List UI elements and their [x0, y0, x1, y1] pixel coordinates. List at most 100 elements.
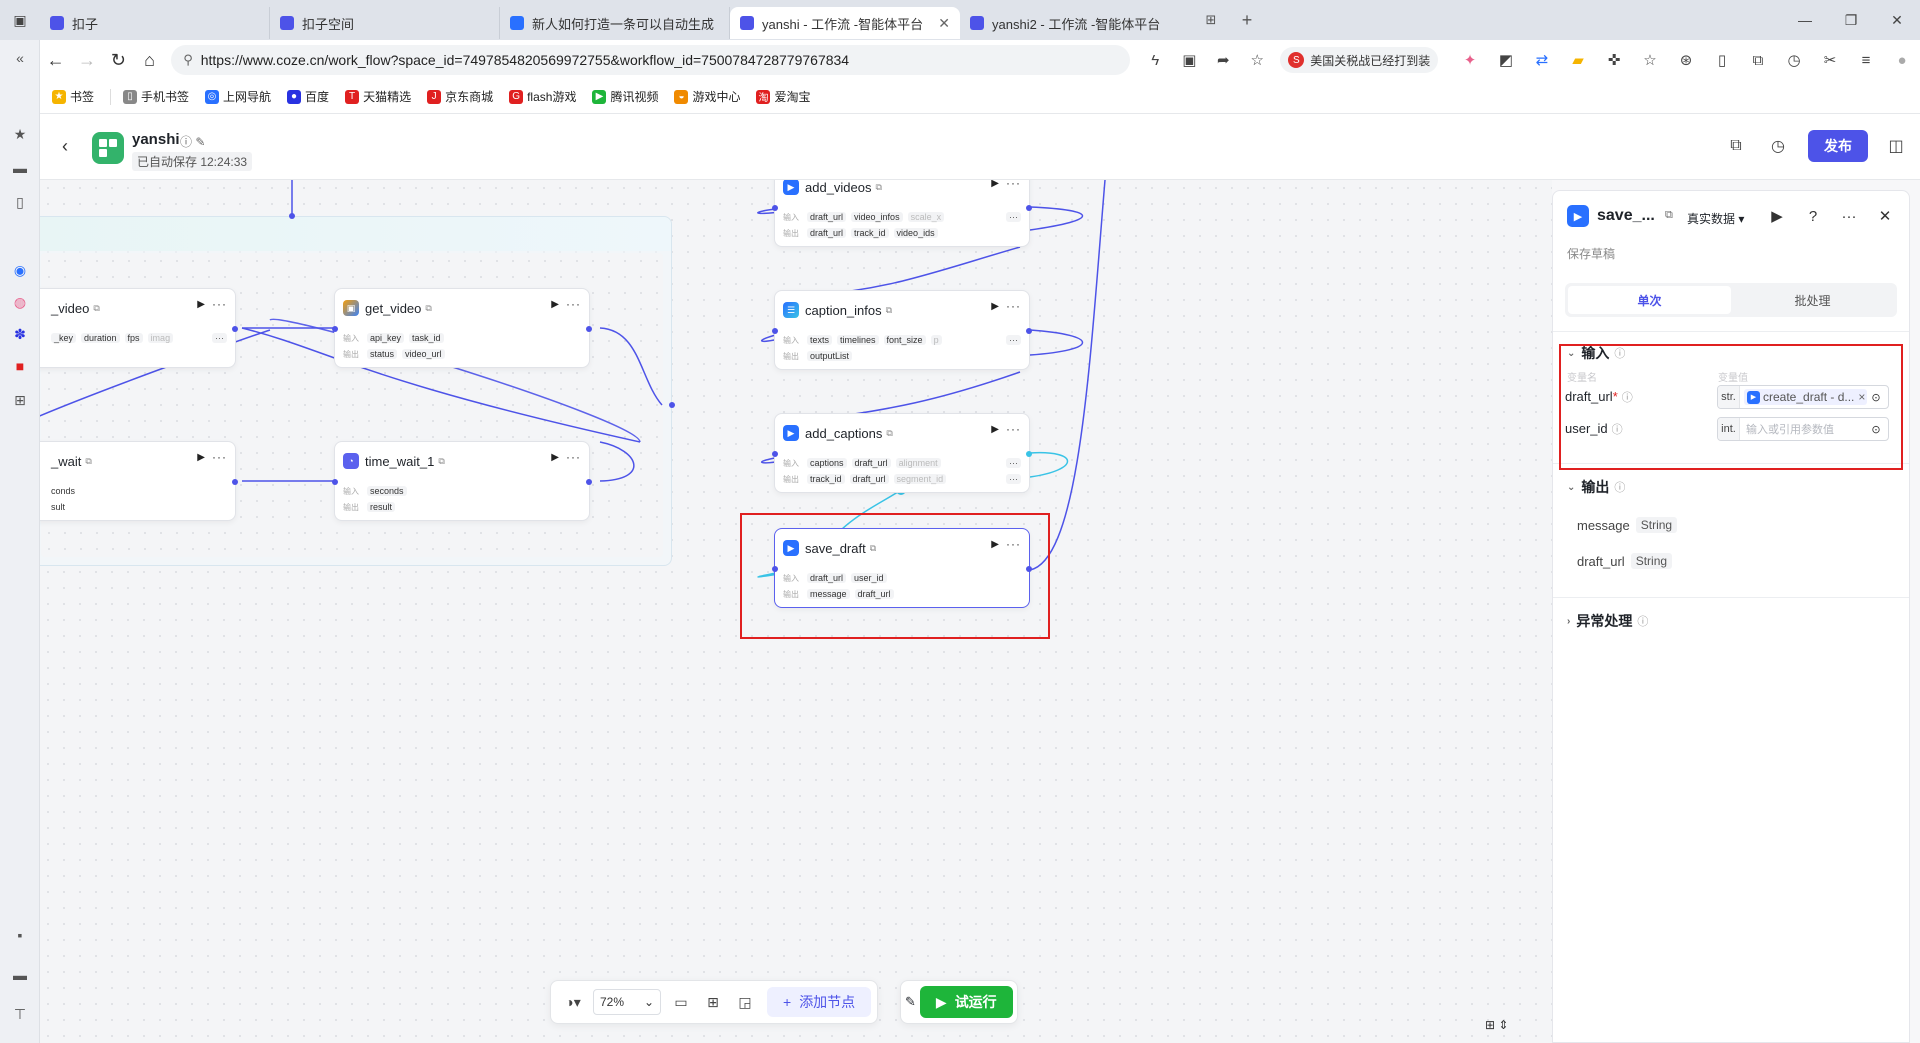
- input-port[interactable]: [772, 205, 778, 211]
- run-node-icon[interactable]: ▶: [551, 452, 559, 463]
- add-app-icon[interactable]: ⊞: [14, 391, 26, 408]
- collapse-sidebar-icon[interactable]: «: [16, 50, 24, 66]
- browser-tab[interactable]: 扣子: [40, 7, 270, 39]
- ai-assistant-icon[interactable]: ✦: [1463, 52, 1477, 69]
- share-icon[interactable]: ➦: [1216, 52, 1230, 69]
- help-icon[interactable]: ?: [1808, 207, 1818, 225]
- close-window-icon[interactable]: ✕: [1891, 11, 1903, 28]
- url-input[interactable]: ⚲ https://www.coze.cn/work_flow?space_id…: [171, 45, 1131, 75]
- error-section-header[interactable]: › 异常处理 ⓘ: [1567, 611, 1648, 631]
- add-captions-node[interactable]: ▶add_captions⧉ ▶ ··· 输入 captions draft_u…: [772, 413, 1032, 493]
- avatar[interactable]: ●: [1897, 51, 1907, 69]
- close-icon[interactable]: ✕: [1878, 208, 1892, 225]
- browser-app-icon[interactable]: ◍: [13, 293, 27, 310]
- tabs-icon[interactable]: ⧉: [1752, 51, 1764, 69]
- browser-tab[interactable]: 扣子空间: [270, 7, 500, 39]
- tab-close-icon[interactable]: ✕: [938, 14, 950, 31]
- draft-url-field[interactable]: str. ▶create_draft - d...× ⊙: [1717, 385, 1889, 409]
- workflow-canvas[interactable]: _video⧉ ▶ ··· _key duration fps imag ···…: [40, 180, 1552, 1043]
- stock-icon[interactable]: ◩: [1498, 52, 1514, 69]
- test-run-button[interactable]: ▶试运行: [919, 986, 1013, 1018]
- run-node-icon[interactable]: ▶: [991, 180, 999, 189]
- variable-picker-icon[interactable]: ⊙: [1871, 423, 1881, 436]
- screenshot-icon[interactable]: ▣: [1182, 52, 1197, 69]
- copy-icon[interactable]: ⧉: [1665, 209, 1673, 221]
- phone-icon[interactable]: ▯: [1717, 52, 1727, 69]
- more-icon[interactable]: ···: [1006, 299, 1021, 313]
- debug-icon[interactable]: ✎: [905, 994, 916, 1009]
- run-node-icon[interactable]: ▶: [991, 301, 999, 312]
- bookmark-item[interactable]: ●百度: [287, 88, 329, 105]
- run-node-icon[interactable]: ▶: [991, 424, 999, 435]
- more-icon[interactable]: ···: [1006, 422, 1021, 436]
- output-port[interactable]: [1026, 451, 1032, 457]
- tab-batch[interactable]: 批处理: [1794, 293, 1831, 308]
- bookmark-item[interactable]: ▶腾讯视频: [592, 88, 658, 105]
- input-section-header[interactable]: ⌄ 输入 ⓘ: [1567, 343, 1625, 363]
- browser-tab-active[interactable]: yanshi - 工作流 -智能体平台 ✕: [730, 7, 960, 39]
- minimize-icon[interactable]: —: [1798, 12, 1812, 28]
- more-icon[interactable]: ···: [1006, 180, 1021, 190]
- forward-icon[interactable]: →: [77, 49, 96, 70]
- variable-picker-icon[interactable]: ⊙: [1871, 391, 1881, 404]
- home-icon[interactable]: ⌂: [144, 49, 155, 70]
- more-icon[interactable]: ···: [212, 450, 227, 464]
- caption-infos-node[interactable]: ☰caption_infos⧉ ▶ ··· 输入 texts timelines…: [772, 290, 1032, 370]
- star-icon[interactable]: ☆: [1250, 52, 1264, 69]
- favorites-icon[interactable]: ★: [13, 125, 27, 142]
- input-port[interactable]: [332, 479, 338, 485]
- user-id-input[interactable]: 输入或引用参数值: [1746, 424, 1834, 436]
- output-port[interactable]: [232, 326, 238, 332]
- zoom-select[interactable]: 72%⌄: [593, 989, 661, 1015]
- pin-icon[interactable]: ⊤: [13, 1005, 27, 1022]
- more-icon[interactable]: ···: [566, 450, 581, 464]
- more-icon[interactable]: ···: [1006, 537, 1021, 551]
- layout-icon[interactable]: ⊞: [707, 993, 719, 1010]
- briefcase-icon[interactable]: ▬: [13, 967, 27, 983]
- scissors-icon[interactable]: ✂: [1823, 52, 1837, 69]
- wait-node[interactable]: _wait⧉ ▶ ··· conds sult: [40, 441, 238, 521]
- more-icon[interactable]: ···: [1841, 207, 1857, 225]
- search-app-icon[interactable]: ◉: [13, 261, 27, 278]
- time-wait-node[interactable]: ◔time_wait_1⧉ ▶ ··· 输入 seconds 输出 result: [332, 441, 592, 521]
- output-port[interactable]: [232, 479, 238, 485]
- folder-icon[interactable]: ▬: [13, 160, 27, 176]
- more-icon[interactable]: ···: [566, 297, 581, 311]
- bookmark-item[interactable]: 淘爱淘宝: [756, 88, 811, 105]
- extension-puzzle-icon[interactable]: ✜: [1607, 52, 1621, 69]
- minimap-icon[interactable]: ◲: [738, 993, 752, 1010]
- screen-icon[interactable]: ▪: [17, 927, 23, 943]
- info-edit-icons[interactable]: ⓘ ✎: [180, 135, 206, 149]
- run-node-icon[interactable]: ▶: [991, 539, 999, 550]
- grid-toggle-icon[interactable]: ⊞ ⇕: [1485, 1018, 1509, 1032]
- more-icon[interactable]: ···: [212, 297, 227, 311]
- run-node-icon[interactable]: ▶: [551, 299, 559, 310]
- reload-icon[interactable]: ↻: [110, 49, 126, 70]
- browser-tab[interactable]: 新人如何打造一条可以自动生成: [500, 7, 730, 39]
- run-node-icon[interactable]: ▶: [197, 299, 205, 310]
- add-node-button[interactable]: +添加节点: [767, 987, 872, 1017]
- tab-single[interactable]: 单次: [1568, 286, 1731, 314]
- folder-icon[interactable]: ▰: [1572, 52, 1584, 69]
- input-port[interactable]: [332, 326, 338, 332]
- favorites-icon[interactable]: ☆: [1643, 52, 1657, 69]
- data-mode-select[interactable]: 真实数据 ▾: [1687, 210, 1744, 227]
- download-icon[interactable]: ⊛: [1679, 52, 1693, 69]
- comment-icon[interactable]: ▭: [674, 993, 688, 1010]
- lightning-icon[interactable]: ϟ: [1151, 51, 1160, 69]
- run-node-icon[interactable]: ▶: [1771, 208, 1783, 225]
- bookmark-item[interactable]: ◒游戏中心: [674, 88, 740, 105]
- panel-toggle-icon[interactable]: ◫: [1888, 138, 1904, 155]
- save-draft-node[interactable]: ▶save_draft⧉ ▶ ··· 输入 draft_url user_id …: [772, 528, 1032, 608]
- variable-ref-chip[interactable]: ▶create_draft - d...×: [1744, 389, 1867, 405]
- history-icon[interactable]: ◷: [1787, 52, 1801, 69]
- tab-grid-icon[interactable]: ⊞: [1205, 12, 1217, 27]
- baidu-icon[interactable]: ✽: [14, 325, 26, 342]
- menu-icon[interactable]: ≡: [1861, 51, 1871, 69]
- new-tab-button[interactable]: +: [1241, 9, 1253, 30]
- user-id-field[interactable]: int. 输入或引用参数值 ⊙: [1717, 417, 1889, 441]
- browser-tab[interactable]: yanshi2 - 工作流 -智能体平台: [960, 7, 1190, 39]
